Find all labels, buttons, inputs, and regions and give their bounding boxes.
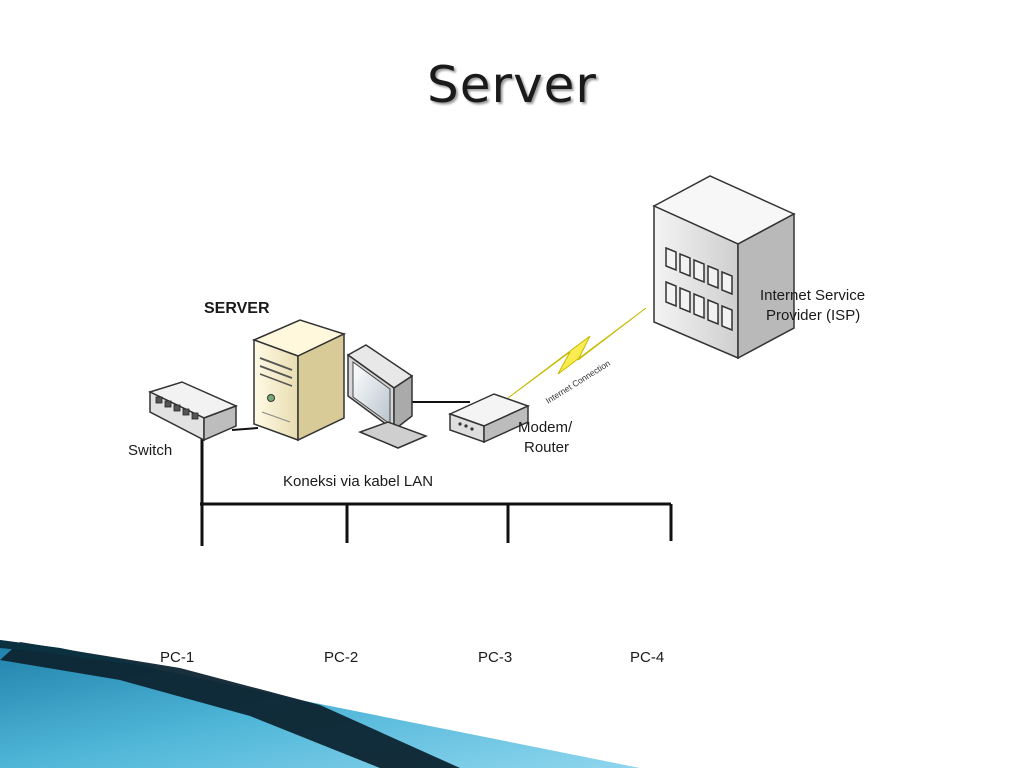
lan-cables xyxy=(200,401,673,546)
bottom-banner-decoration xyxy=(0,640,640,768)
modem-router-icon xyxy=(447,393,531,444)
modem-label-line1: Modem/ xyxy=(518,419,573,436)
lightning-bolt-icon xyxy=(507,307,647,399)
internet-connection-label: Internet Connection xyxy=(544,358,612,406)
pc-list: PC-1 PC-2 PC-3 PC-4 xyxy=(160,535,664,666)
isp-building-icon xyxy=(652,175,796,360)
modem-label-line2: Router xyxy=(524,439,569,456)
pc-label: PC-4 xyxy=(630,649,664,666)
switch-label: Switch xyxy=(128,442,172,459)
isp-label-line1: Internet Service xyxy=(760,287,865,304)
pc-label: PC-1 xyxy=(160,649,194,666)
slide-title: Server xyxy=(427,56,597,114)
isp-label-line2: Provider (ISP) xyxy=(766,307,860,324)
server-tower-icon xyxy=(251,319,347,442)
server-label: SERVER xyxy=(204,300,270,317)
pc-label: PC-2 xyxy=(324,649,358,666)
server-monitor-icon xyxy=(346,344,429,449)
pc-label: PC-3 xyxy=(478,649,512,666)
lan-connection-label: Koneksi via kabel LAN xyxy=(283,473,433,490)
switch-device xyxy=(147,381,238,442)
